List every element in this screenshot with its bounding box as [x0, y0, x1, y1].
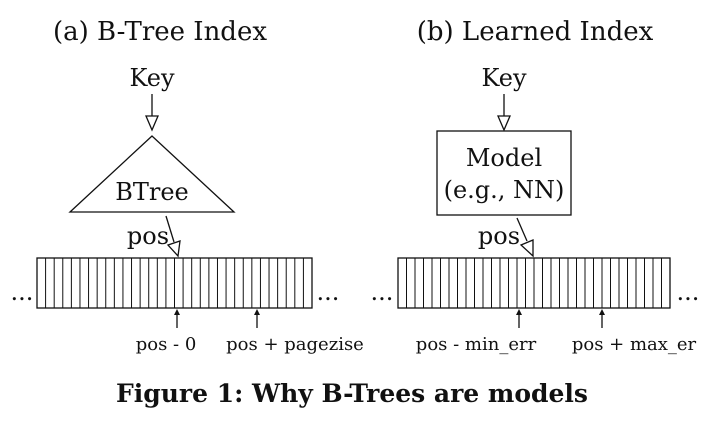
panel-b-title: (b) Learned Index — [417, 17, 654, 47]
panel-b-pos-label: pos — [478, 222, 520, 250]
panel-b-high-bound-label: pos + max_er — [572, 334, 697, 355]
panel-a-pos-label: pos — [127, 222, 169, 250]
panel-a-high-bound-label: pos + pagezise — [226, 334, 364, 355]
model-node — [436, 130, 572, 216]
panel-b-key-label: Key — [481, 64, 526, 92]
panel-a: (a) B-Tree Index Key BTree pos ... ... — [11, 17, 364, 355]
panel-a-pos-arrow — [165, 215, 181, 258]
panel-a-title: (a) B-Tree Index — [53, 17, 267, 47]
panel-a-ellipsis-left: ... — [11, 278, 34, 306]
panel-a-key-arrow — [145, 94, 159, 132]
panel-b-array-cells — [406, 258, 662, 308]
btree-label: BTree — [115, 178, 189, 206]
panel-b-low-bound-label: pos - min_err — [416, 334, 537, 355]
model-example-label: (e.g., NN) — [444, 176, 565, 204]
panel-b-low-bound-arrow — [516, 309, 522, 328]
figure-caption: Figure 1: Why B-Trees are models — [116, 379, 588, 408]
panel-a-low-bound-label: pos - 0 — [136, 334, 197, 355]
panel-b-high-bound-arrow — [599, 309, 605, 328]
panel-a-high-bound-arrow — [254, 309, 260, 328]
panel-a-key-label: Key — [129, 64, 174, 92]
panel-b-ellipsis-right: ... — [677, 278, 700, 306]
model-label: Model — [466, 144, 542, 172]
panel-b-pos-arrow — [516, 217, 534, 258]
panel-a-ellipsis-right: ... — [317, 278, 340, 306]
panel-a-array-cells — [45, 258, 304, 308]
panel-b: (b) Learned Index Key Model (e.g., NN) p… — [371, 17, 700, 355]
panel-b-ellipsis-left: ... — [371, 278, 394, 306]
btree-node — [68, 135, 236, 213]
panel-a-low-bound-arrow — [174, 309, 180, 328]
panel-b-key-arrow — [497, 94, 511, 132]
